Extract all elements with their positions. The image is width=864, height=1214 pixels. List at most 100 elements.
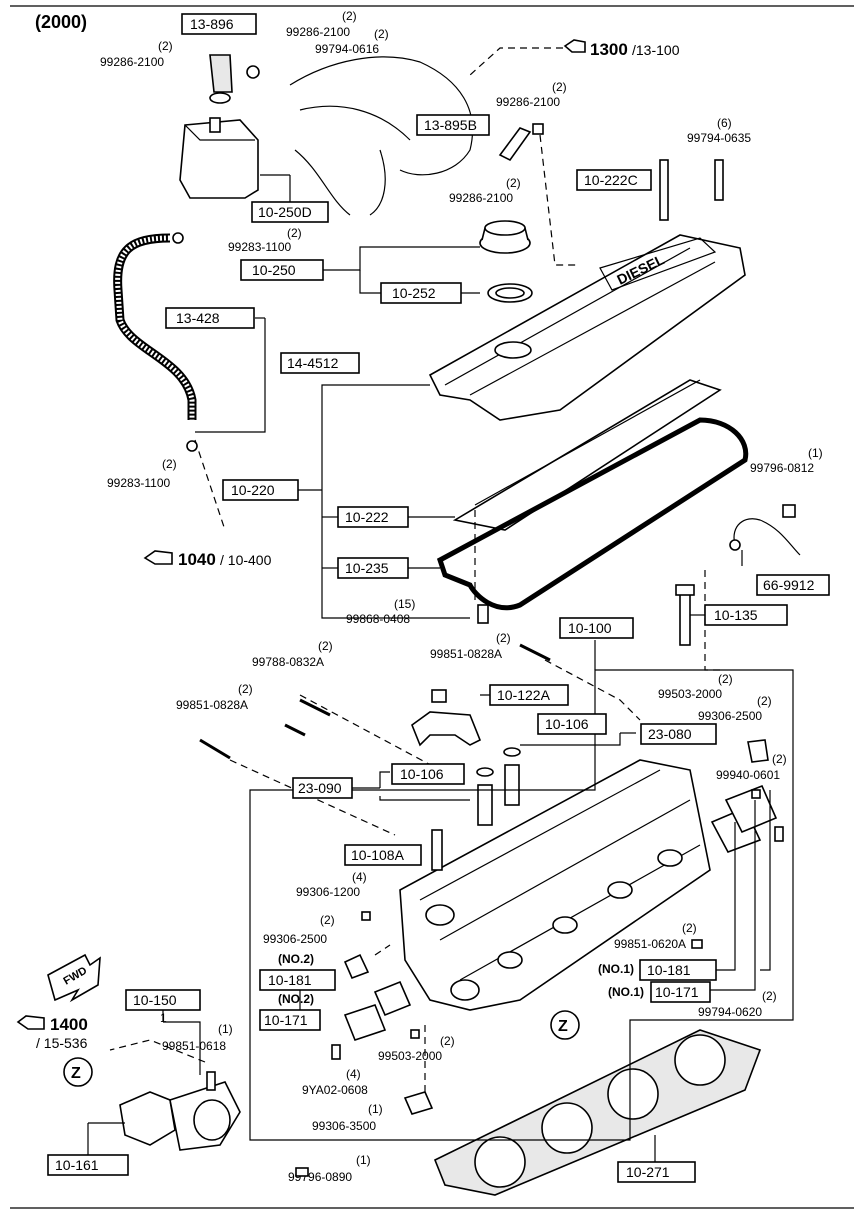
pn-99286-2100-a: (2) 99286-2100 [100,39,173,69]
svg-text:23-080: 23-080 [648,726,692,742]
seal-left [476,767,494,777]
svg-text:99794-0620: 99794-0620 [698,1005,762,1019]
svg-text:/ 15-536: / 15-536 [36,1035,88,1051]
svg-text:1400: 1400 [50,1015,88,1034]
box-10-222: 10-222 [337,506,409,528]
svg-text:(2): (2) [552,80,567,94]
box-10-181-no2: 10-181 [259,969,336,991]
box-10-171-no2: 10-171 [259,1009,321,1031]
svg-text:99794-0616: 99794-0616 [315,42,379,56]
thermostat-housing [119,1081,241,1151]
box-10-106-lower: 10-106 [391,763,465,785]
svg-text:/13-100: /13-100 [632,42,680,58]
baffle-plate [452,379,722,531]
svg-text:10-181: 10-181 [647,962,691,978]
svg-text:13-896: 13-896 [190,16,234,32]
box-13-428: 13-428 [165,307,255,329]
pn-99868-0408: (15)99868-0408 [346,597,415,626]
box-13-896: 13-896 [181,13,257,35]
pn-99796-0812: (1)99796-0812 [750,446,823,475]
svg-text:Z: Z [558,1018,568,1035]
pn-99503-2000-right: (2)99503-2000 [658,672,733,701]
svg-text:14-4512: 14-4512 [287,355,339,371]
box-10-252: 10-252 [380,282,462,304]
pn-99851-0828a-left: (2)99851-0828A [176,682,253,712]
pointing-hand-icon [143,550,173,565]
valve-cover-gasket [436,417,749,611]
svg-text:99794-0635: 99794-0635 [687,131,751,145]
stud-10-108a [431,829,443,871]
guide-23-090 [477,784,493,826]
box-13-895b: 13-895B [416,114,490,136]
box-10-100: 10-100 [559,617,634,639]
breather-tank [179,117,259,199]
svg-text:99286-2100: 99286-2100 [449,191,513,205]
svg-text:99306-1200: 99306-1200 [296,885,360,899]
breather-hose-top [209,54,260,104]
svg-text:99306-2500: 99306-2500 [263,932,327,946]
box-23-080: 23-080 [640,723,717,745]
pn-99940-0601: (2)99940-0601 [716,752,787,782]
head-gasket [433,1029,762,1196]
oil-filler-cap [479,220,533,303]
svg-text:10-220: 10-220 [231,482,275,498]
svg-text:99286-2100: 99286-2100 [100,55,164,69]
pn-99283-1100-b: (2)99283-1100 [107,457,177,490]
reference-1400: 1400 / 15-536 [16,1015,88,1051]
svg-text:(1): (1) [808,446,823,460]
svg-text:1: 1 [160,1011,167,1025]
svg-text:(2): (2) [320,913,335,927]
pn-99306-2500-right: (2)99306-2500 [698,694,772,723]
head-assembly-frame [249,669,794,1141]
svg-text:10-161: 10-161 [55,1157,99,1173]
box-10-250d: 10-250D [251,201,329,223]
svg-text:99796-0812: 99796-0812 [750,461,814,475]
reference-1040: 1040 / 10-400 [143,550,272,569]
reference-1300: 1300 /13-100 [563,39,680,59]
svg-text:(15): (15) [394,597,415,611]
svg-text:10-250D: 10-250D [258,204,312,220]
svg-text:10-135: 10-135 [714,607,758,623]
svg-text:(NO.2): (NO.2) [278,992,314,1006]
z-marker-head: Z [550,1010,580,1040]
svg-text:(NO.2): (NO.2) [278,952,314,966]
svg-text:10-122A: 10-122A [497,687,551,703]
svg-text:(2): (2) [318,639,333,653]
gasket-10-181-no2 [373,980,412,1017]
valve-cover: DIESEL [428,159,746,421]
svg-text:10-252: 10-252 [392,285,436,301]
svg-text:1300: 1300 [590,40,628,59]
box-10-161: 10-161 [47,1154,129,1176]
cam-cap [411,711,482,747]
svg-text:99283-1100: 99283-1100 [228,240,291,254]
svg-text:10-100: 10-100 [568,620,612,636]
svg-text:(2): (2) [772,752,787,766]
dashed-lines [109,47,720,1095]
svg-text:13-895B: 13-895B [424,117,477,133]
svg-text:10-235: 10-235 [345,560,389,576]
svg-text:(2): (2) [496,631,511,645]
svg-text:10-108A: 10-108A [351,847,405,863]
svg-text:99286-2100: 99286-2100 [286,25,350,39]
svg-text:(2): (2) [158,39,173,53]
plug-99306-3500 [403,1091,434,1115]
pn-9ya02-0608: (4)9YA02-0608 [302,1067,368,1097]
pn-99851-0828a-top: (2)99851-0828A [430,631,511,661]
svg-text:(NO.1): (NO.1) [608,985,644,999]
svg-text:(1): (1) [368,1102,383,1116]
pn-99306-2500-left: (2) 99306-2500 [263,913,335,946]
svg-text:10-222C: 10-222C [584,172,638,188]
box-10-171-no1: 10-171 [650,981,711,1003]
pn-99306-3500: (1)99306-3500 [312,1102,383,1133]
svg-text:Z: Z [71,1065,81,1082]
svg-text:/ 10-400: / 10-400 [220,552,272,568]
year-label: (2000) [35,12,87,32]
svg-text:(2): (2) [162,457,177,471]
seal-right [503,747,521,757]
fwd-arrow-icon: FWD [47,953,101,1003]
svg-text:99503-2000: 99503-2000 [658,687,722,701]
pointing-hand-icon [16,1015,45,1030]
pointing-hand-icon [563,39,586,53]
plug-99306-2500-left [343,953,370,980]
